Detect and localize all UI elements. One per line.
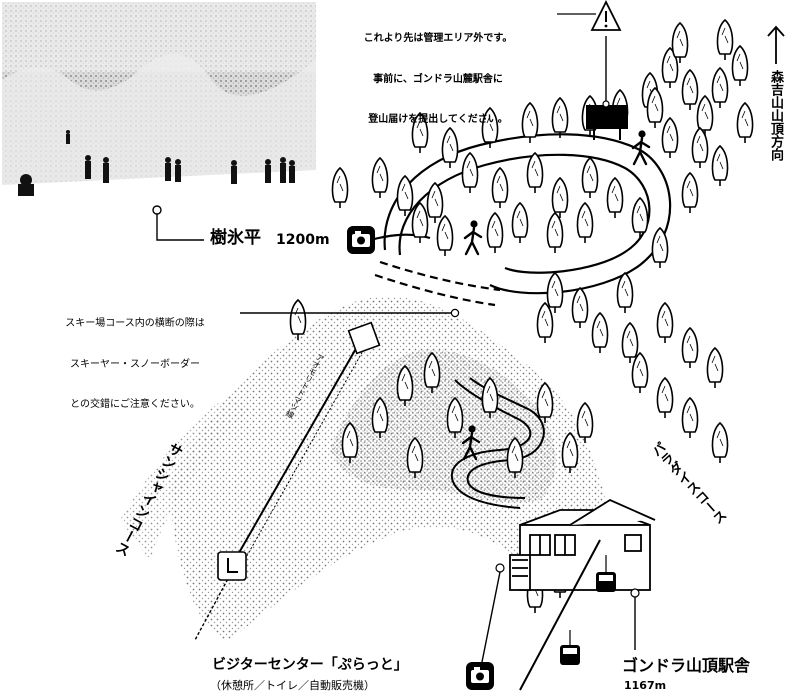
- warning-triangle-icon: [557, 0, 622, 108]
- ski-notice-leader: [240, 308, 460, 318]
- hiker-figures: [461, 130, 651, 461]
- ski-crossing-notice: スキー場コース内の横断の際は スキーヤー・スノーボーダー との交錯にご注意くださ…: [30, 290, 240, 439]
- visitor-center-building: [509, 498, 656, 591]
- gondola-station-elevation: 1167m: [624, 679, 667, 692]
- camera-icon: [347, 226, 375, 254]
- ski-notice-line-1: スキー場コース内の横断の際は: [65, 318, 205, 329]
- up-arrow-icon: [767, 25, 785, 64]
- visitor-center-title: ビジターセンター「ぷらっと」: [212, 657, 408, 673]
- warning-notice: これより先は管理エリア外です。 事前に、ゴンドラ山麓駅舎に 登山届けを提出してく…: [318, 5, 558, 154]
- warning-line-1: これより先は管理エリア外です。: [363, 33, 513, 44]
- warning-line-2: 事前に、ゴンドラ山麓駅舎に: [373, 73, 503, 85]
- juhyo-photo: [2, 2, 316, 202]
- ski-lift-line: [194, 321, 381, 641]
- gondola-station-name: ゴンドラ山頂駅舎: [622, 656, 751, 675]
- juhyodaira-leader: [152, 205, 204, 241]
- camera-icon: [466, 662, 494, 690]
- summit-direction-label: 森吉山山頂方向: [768, 70, 783, 161]
- visitor-center-subtitle: （休憩所／トイレ／自動販売機）: [210, 679, 375, 692]
- juhyodaira-name: 樹氷平: [210, 228, 261, 248]
- gondola-icon: [519, 539, 616, 691]
- ski-notice-line-2: スキーヤー・スノーボーダー: [70, 358, 200, 370]
- signboard: [586, 105, 628, 140]
- visitor-center-leader: [481, 563, 505, 663]
- warning-line-3: 登山届けを提出してください。: [368, 114, 508, 125]
- juhyodaira-elevation: 1200m: [276, 232, 330, 248]
- gondola-station-leader: [630, 588, 640, 650]
- slope-shading: [120, 296, 610, 640]
- ski-notice-line-3: との交錯にご注意ください。: [70, 399, 200, 410]
